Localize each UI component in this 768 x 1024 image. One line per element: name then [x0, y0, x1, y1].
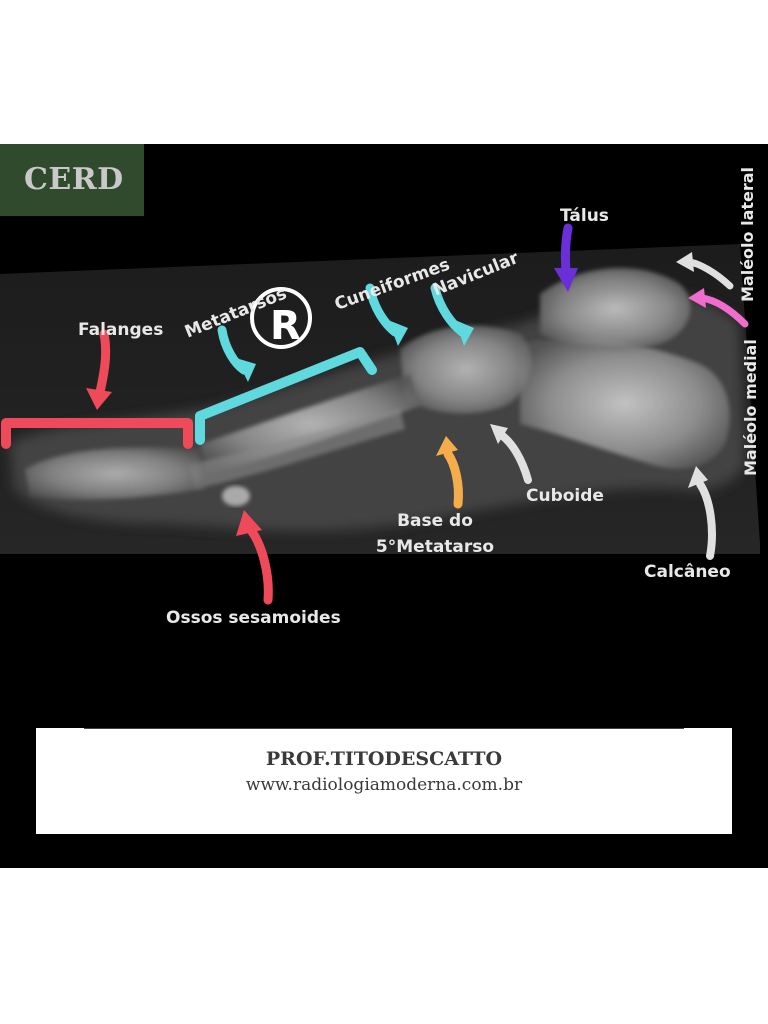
credits-divider — [84, 728, 684, 729]
talus-arrow-icon — [560, 223, 573, 277]
registered-mark-letter: R — [270, 303, 301, 349]
cuboide-arrow-icon — [496, 430, 532, 484]
label-falanges: Falanges — [78, 320, 164, 340]
xray-poster: CERD R Falanges Metatarsos Cuneiformes N… — [0, 144, 768, 868]
label-calcaneo: Calcâneo — [644, 562, 731, 582]
label-base-do: Base do — [397, 511, 473, 531]
cerd-logo-text: CERD — [24, 162, 124, 197]
website-link[interactable]: www.radiologiamoderna.com.br — [245, 775, 523, 795]
phalanges-bones — [25, 447, 205, 500]
sesamoid-bones — [222, 486, 250, 506]
calcaneus-bone — [520, 337, 730, 469]
maleolo-medial-arrow-icon — [698, 294, 749, 328]
registered-circle-icon — [250, 287, 312, 349]
base-5-metatarso-arrow-icon — [443, 449, 463, 509]
label-cuboide: Cuboide — [526, 486, 604, 506]
talus-bone — [540, 267, 691, 350]
foot-xray-image — [0, 223, 760, 605]
falanges-arrow-icon — [95, 329, 111, 397]
label-5-metatarso: 5°Metatarso — [375, 537, 495, 557]
cerd-logo: CERD — [0, 144, 144, 216]
metatarsos-bracket — [195, 347, 377, 445]
credits-box: PROF.TITODESCATTO www.radiologiamoderna.… — [36, 728, 732, 834]
label-talus: Tálus — [560, 206, 609, 226]
sesamoides-arrow-icon — [245, 524, 273, 605]
author-name: PROF.TITODESCATTO — [265, 748, 503, 770]
midfoot-bones — [400, 325, 532, 414]
calcaneo-arrow-icon — [696, 480, 716, 560]
label-ossos-sesamoides: Ossos sesamoides — [166, 608, 341, 628]
label-maleolo-medial: Maléolo medial — [741, 339, 760, 476]
falanges-bracket — [1, 418, 193, 449]
label-maleolo-lateral: Maléolo lateral — [738, 166, 757, 302]
